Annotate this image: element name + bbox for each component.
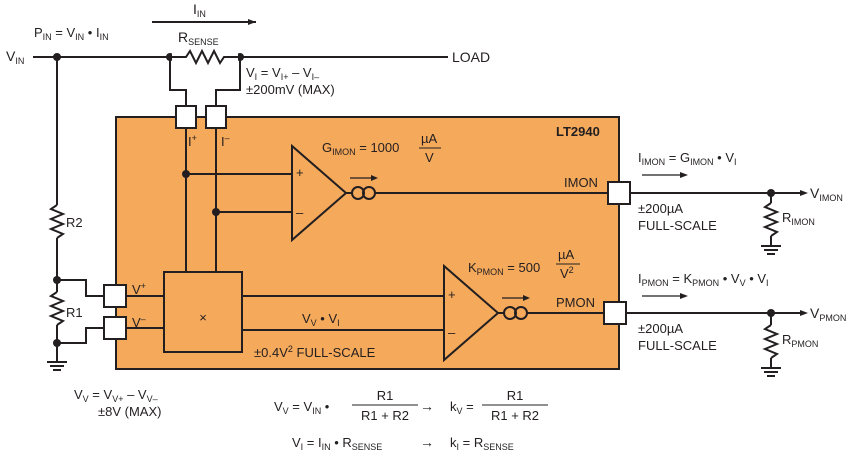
eq1-den2: R1 + R2 [491, 408, 539, 423]
multiplier-range: ±0.4V2 FULL-SCALE [254, 344, 376, 360]
eq2-k: kI = RSENSE [450, 435, 514, 452]
pin-i-plus-label: I+ [188, 133, 197, 149]
vi-range: ±200mV (MAX) [246, 82, 335, 97]
v-pin-wiring [126, 295, 164, 329]
vv-range: ±8V (MAX) [98, 404, 161, 419]
eq1-den: R1 + R2 [361, 408, 409, 423]
imon-pin-label: IMON [564, 175, 598, 190]
iin-label: IIN [193, 1, 206, 19]
load-label: LOAD [452, 49, 490, 65]
vin-label: VIN [6, 48, 24, 66]
pmon-gain: KPMON = 500 [468, 260, 540, 277]
pmon-fullscale-text: FULL-SCALE [638, 338, 717, 353]
rsense-label: RSENSE [178, 29, 219, 47]
multiplier-symbol: × [199, 310, 207, 325]
pin-v-plus-label: V+ [132, 281, 146, 297]
chip-name: LT2940 [556, 124, 600, 139]
r2-label: R2 [66, 215, 83, 230]
eq1-num2: R1 [507, 388, 524, 403]
vv-formula: VV = VV+ – VV– [74, 387, 158, 404]
pin-imon [607, 181, 631, 205]
imon-output-label: VIMON [810, 185, 843, 203]
eq1-lhs: VV = VIN • [274, 399, 330, 416]
r1-label: R1 [66, 305, 83, 320]
pmon-amplifier: + – [443, 263, 604, 363]
multiplier-product: VV • VI [302, 311, 340, 328]
vi-formula: VI = VI+ – VI– [246, 65, 319, 82]
pmon-gain-num: µA [558, 247, 574, 262]
pin-i-minus-label: I– [221, 133, 230, 149]
pin-i-minus [205, 105, 227, 129]
pin-formula: PIN = VIN • IIN [34, 25, 109, 42]
sense-lines [169, 57, 241, 106]
pmon-amp-minus: – [448, 325, 456, 340]
eq1-k: kV = [450, 399, 474, 416]
eq1-num: R1 [377, 388, 394, 403]
imon-gain: GIMON = 1000 [322, 140, 399, 157]
equation-1: VV = VIN • R1 R1 + R2 → kV = R1 R1 + R2 [274, 388, 548, 423]
rsense-resistor [172, 48, 238, 66]
eq1-arrow: → [420, 398, 434, 414]
pmon-formula: IPMON = KPMON • VV • VI [638, 271, 769, 288]
pmon-output-label: VPMON [810, 305, 846, 323]
pmon-output-wiring [626, 293, 808, 377]
divider-wiring [47, 57, 104, 371]
imon-gain-den: V [425, 150, 434, 165]
equation-2: VI = IIN • RSENSE → kI = RSENSE [292, 434, 514, 452]
pin-pmon [603, 301, 627, 325]
eq2-lhs: VI = IIN • RSENSE [292, 435, 382, 452]
pin-v-plus [103, 284, 127, 308]
pmon-fullscale-value: ±200µA [638, 321, 683, 336]
imon-amp-plus: + [296, 165, 304, 180]
internal-sense-wiring [182, 128, 292, 272]
pmon-amp-plus: + [448, 287, 456, 302]
imon-fullscale-value: ±200µA [638, 201, 683, 216]
eq2-arrow: → [420, 434, 434, 450]
pmon-pin-label: PMON [556, 295, 595, 310]
multiplier-block [163, 271, 243, 353]
pin-v-minus-label: V– [132, 314, 146, 330]
iin-arrow [152, 19, 256, 25]
imon-amp-minus: – [296, 205, 304, 220]
pin-v-minus [103, 316, 127, 340]
imon-fullscale-text: FULL-SCALE [638, 218, 717, 233]
imon-amplifier: + – [291, 143, 608, 243]
pmon-resistor-label: RPMON [782, 332, 818, 349]
imon-output-wiring [630, 172, 808, 255]
imon-gain-num: µA [421, 131, 437, 146]
imon-resistor-label: RIMON [782, 210, 815, 227]
multiplier-output-wiring [242, 295, 444, 331]
pin-i-plus [175, 105, 197, 129]
imon-formula: IIMON = GIMON • VI [638, 150, 737, 167]
pmon-gain-den: V2 [560, 265, 574, 281]
